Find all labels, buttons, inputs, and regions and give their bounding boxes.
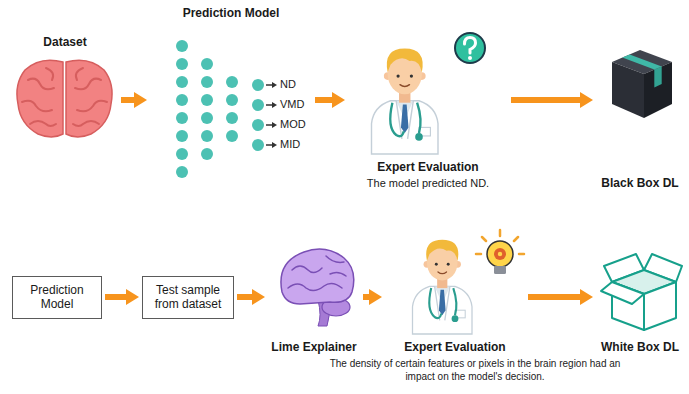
white-box-node: White Box DL — [596, 240, 684, 354]
class-label: VMD — [280, 98, 304, 112]
flow-arrow — [121, 97, 134, 103]
flow-arrow — [105, 294, 126, 300]
neural-network-dots — [272, 82, 277, 88]
neural-network-dots — [201, 130, 213, 142]
node-title: Dataset — [43, 35, 86, 49]
neural-network-dots — [176, 130, 188, 142]
neural-network-dots — [226, 130, 238, 142]
expert-evaluation-node: Expert EvaluationThe model predicted ND. — [348, 28, 508, 190]
doctor-figure — [413, 240, 473, 334]
doctor-figure — [372, 49, 439, 154]
flow-arrow — [315, 97, 332, 103]
neural-network-dots — [176, 76, 188, 88]
node-title: Prediction Model — [183, 6, 280, 20]
neural-network-dots — [266, 84, 273, 86]
lightbulb-icon — [487, 241, 513, 267]
process-box: Prediction Model — [12, 276, 102, 319]
flow-arrow — [511, 97, 580, 103]
neural-network-dots — [176, 166, 188, 178]
lime-brain-illustration — [292, 266, 322, 273]
neural-network-dots — [176, 40, 277, 178]
question-bubble — [455, 33, 485, 63]
dataset-node: Dataset — [12, 35, 118, 140]
neural-network-dots — [252, 79, 264, 91]
doctor-figure — [413, 240, 473, 334]
black-box-icon — [622, 54, 661, 69]
question-bubble — [468, 56, 472, 60]
expert-evaluation-node: Expert Evaluation — [385, 225, 525, 354]
node-title: White Box DL — [601, 340, 679, 354]
neural-network-dots — [272, 142, 277, 148]
flow-arrow — [237, 294, 252, 300]
black-box-node: Black Box DL — [596, 40, 684, 190]
neural-network-dots — [226, 94, 238, 106]
process-box: Test sample from dataset — [142, 276, 234, 319]
neural-network-dots — [176, 58, 188, 70]
neural-network-dots — [252, 99, 264, 111]
node-title: Black Box DL — [601, 176, 678, 190]
class-label: MID — [280, 138, 300, 152]
neural-network-dots — [266, 144, 273, 146]
lime-brain-illustration — [330, 272, 346, 276]
black-box-icon — [654, 66, 661, 87]
flow-arrow — [528, 294, 580, 300]
node-note: The model predicted ND. — [367, 177, 489, 190]
class-label: MOD — [280, 118, 306, 132]
lime-explainer-node: Lime Explainer — [268, 240, 360, 354]
brain-right-hemisphere — [66, 60, 112, 137]
brain-left-hemisphere — [17, 60, 63, 137]
neural-network-dots — [272, 122, 277, 128]
neural-network-dots — [201, 94, 213, 106]
neural-network-dots — [252, 119, 264, 131]
prediction-model-node: Prediction Model — [150, 6, 312, 182]
question-bubble — [455, 33, 485, 63]
neural-network-dots — [201, 112, 213, 124]
node-title: Prediction Model — [18, 283, 96, 312]
neural-network-dots — [176, 94, 188, 106]
neural-network-dots — [252, 139, 264, 151]
white-box-icon — [644, 282, 676, 330]
neural-network-dots — [201, 58, 213, 70]
lime-brain-illustration — [281, 249, 354, 304]
question-bubble — [465, 38, 476, 54]
black-box-icon — [612, 62, 644, 118]
lightbulb-icon — [494, 248, 506, 260]
neural-network-dots — [272, 102, 277, 108]
explanation-note: The density of certain features or pixel… — [325, 358, 625, 383]
black-box-icon — [612, 50, 672, 118]
white-box-icon — [601, 282, 644, 304]
lightbulb-icon — [498, 252, 502, 256]
lightbulb-icon — [494, 266, 506, 274]
flow-arrow — [363, 294, 369, 300]
neural-network-dots — [176, 40, 188, 52]
lime-brain-illustration — [281, 249, 354, 326]
neural-network-dots — [201, 76, 213, 88]
neural-network-dots — [201, 148, 213, 160]
lightbulb-icon — [476, 230, 524, 274]
neural-network-dots — [176, 148, 188, 160]
black-box-icon — [644, 62, 672, 118]
lime-brain-illustration — [326, 256, 344, 262]
node-title: Lime Explainer — [271, 340, 356, 354]
neural-network-dots — [176, 112, 188, 124]
node-title: Expert Evaluation — [377, 160, 478, 174]
neural-network-dots — [226, 76, 238, 88]
node-title: Test sample from dataset — [148, 283, 228, 312]
neural-network-dots — [226, 112, 238, 124]
neural-network-dots — [266, 124, 273, 126]
neural-network-dots — [266, 104, 273, 106]
brain-illustration — [17, 60, 112, 137]
white-box-icon — [601, 254, 682, 330]
doctor-figure — [372, 49, 439, 154]
lime-brain-illustration — [288, 283, 342, 290]
node-title: Expert Evaluation — [404, 340, 505, 354]
class-label: ND — [280, 78, 296, 92]
